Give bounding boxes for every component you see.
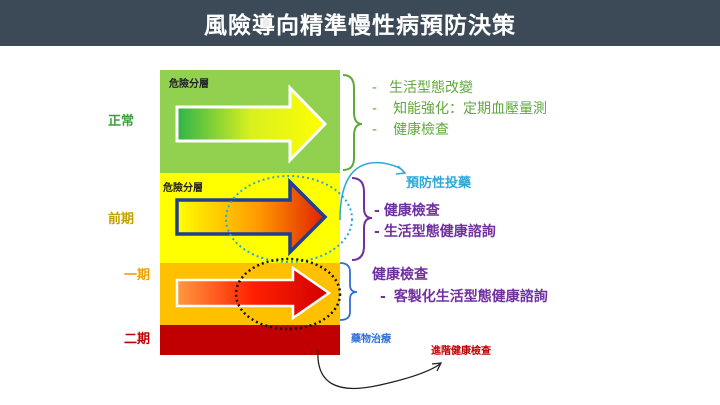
pre-bullet-1: -健康檢查 bbox=[374, 203, 440, 219]
stage1-dotted-ellipse bbox=[234, 257, 342, 331]
title-bar: 風險導向精準慢性病預防決策 bbox=[0, 0, 720, 46]
pre-bullet-2: -生活型態健康諮詢 bbox=[374, 224, 496, 240]
risk-label-top: 危險分層 bbox=[169, 79, 209, 90]
medication-label: 藥物治療 bbox=[351, 334, 391, 345]
stage-pre-label: 前期 bbox=[108, 212, 135, 227]
stage-2-label: 二期 bbox=[124, 332, 151, 347]
page-title: 風險導向精準慢性病預防決策 bbox=[204, 13, 516, 39]
prevent-drug-label: 預防性投藥 bbox=[406, 176, 472, 191]
normal-bullet-2: -知能強化：定期血壓量測 bbox=[372, 101, 548, 117]
stage-1-label: 一期 bbox=[124, 268, 151, 283]
pre-brace bbox=[351, 177, 373, 261]
advanced-check-arrow bbox=[317, 349, 441, 389]
normal-bullet-1: -生活型態改變 bbox=[372, 80, 474, 96]
pre-dotted-ellipse bbox=[225, 175, 353, 263]
pre-arrow bbox=[175, 177, 328, 257]
stage-normal-label: 正常 bbox=[108, 114, 135, 129]
stage1-arrow bbox=[175, 265, 332, 321]
advanced-check-label: 進階健康檢查 bbox=[431, 346, 491, 357]
normal-brace bbox=[342, 74, 363, 171]
normal-bullet-3: -健康檢查 bbox=[372, 122, 450, 138]
stage1-bullet-1: 健康檢查 bbox=[372, 267, 428, 283]
stage1-brace bbox=[339, 262, 358, 321]
risk-label-mid: 危險分層 bbox=[163, 183, 203, 194]
normal-arrow bbox=[175, 84, 328, 164]
stage1-bullet-2: -客製化生活型態健康諮詢 bbox=[380, 289, 548, 305]
stage2-band bbox=[160, 325, 340, 355]
